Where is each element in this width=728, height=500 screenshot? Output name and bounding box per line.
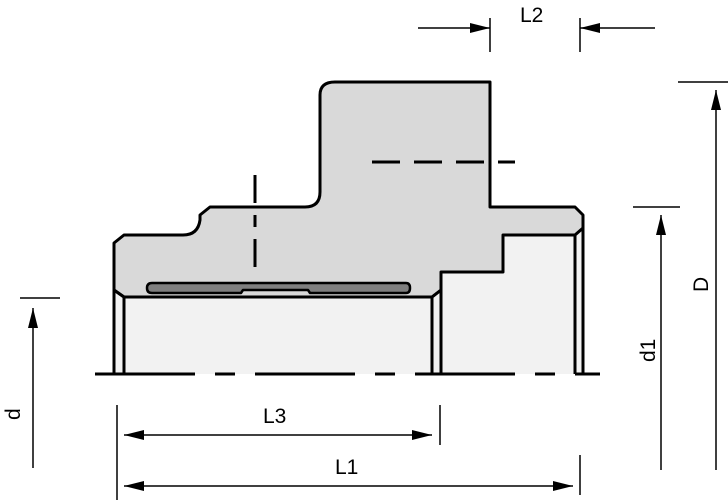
fitting-body	[112, 80, 585, 299]
label-L3: L3	[263, 405, 286, 428]
bore-right	[441, 228, 583, 374]
label-L1: L1	[335, 456, 358, 479]
bore-left	[114, 290, 441, 374]
dimension-lines	[20, 18, 728, 500]
label-L2: L2	[520, 4, 543, 27]
label-D: D	[690, 277, 713, 292]
bore-lines	[112, 228, 585, 374]
label-d: d	[2, 408, 25, 420]
label-d1: d1	[637, 339, 660, 362]
gasket	[145, 281, 412, 295]
center-lines	[95, 160, 600, 376]
